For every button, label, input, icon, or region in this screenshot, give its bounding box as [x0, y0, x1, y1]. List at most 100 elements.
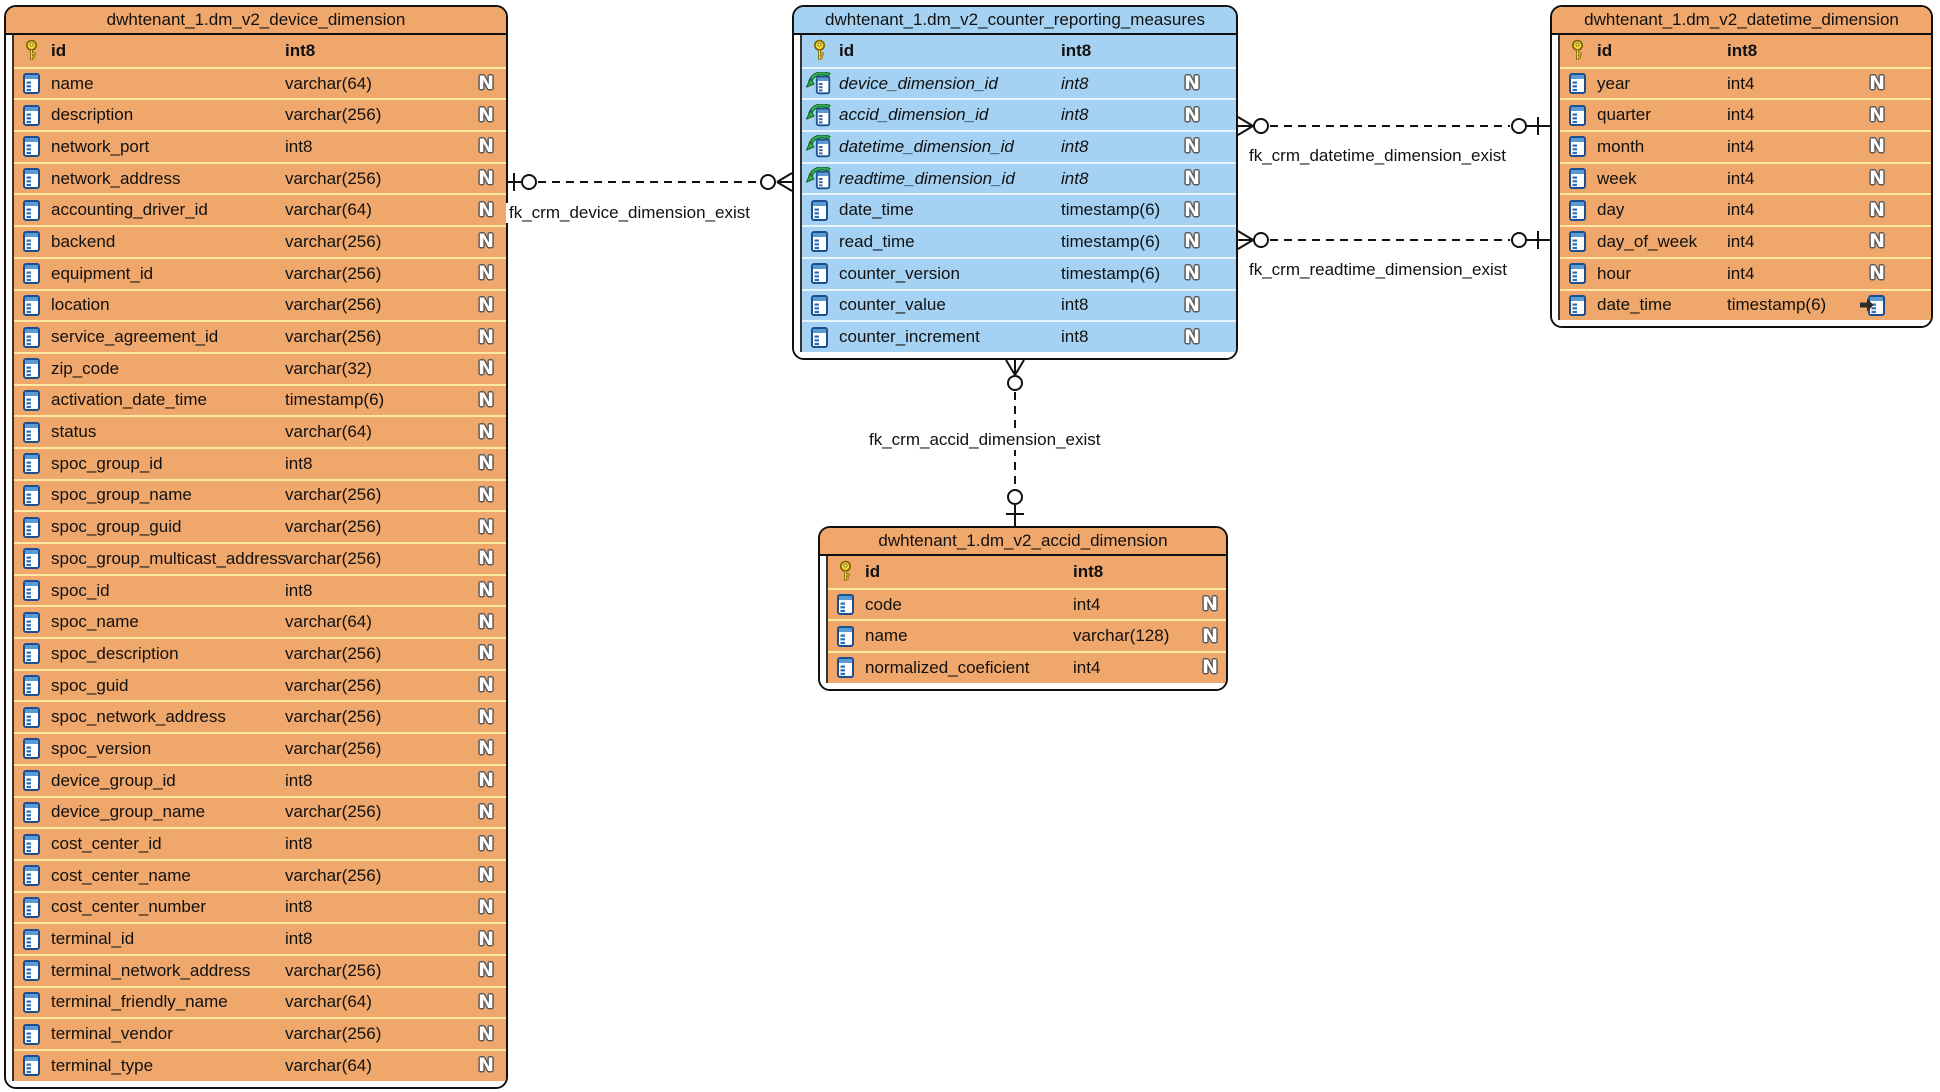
- column-row-accid_dimension_id[interactable]: accid_dimension_idint8N: [802, 98, 1236, 130]
- nullable-icon: N: [478, 106, 494, 125]
- table-accid-dimension[interactable]: dwhtenant_1.dm_v2_accid_dimension idint8…: [818, 526, 1228, 691]
- column-icon: [18, 1055, 44, 1076]
- column-icon: [18, 453, 44, 474]
- column-row-month[interactable]: monthint4N: [1560, 130, 1931, 162]
- column-row-normalized_coeficient[interactable]: normalized_coeficientint4N: [828, 651, 1226, 683]
- column-row-name[interactable]: namevarchar(128)N: [828, 619, 1226, 651]
- column-row-spoc_network_address[interactable]: spoc_network_addressvarchar(256)N: [14, 700, 506, 732]
- column-type: int8: [1061, 137, 1184, 157]
- column-row-terminal_friendly_name[interactable]: terminal_friendly_namevarchar(64)N: [14, 986, 506, 1018]
- column-row-hour[interactable]: hourint4N: [1560, 257, 1931, 289]
- column-row-terminal_id[interactable]: terminal_idint8N: [14, 922, 506, 954]
- nullable-icon: N: [1184, 74, 1200, 93]
- column-row-day[interactable]: dayint4N: [1560, 193, 1931, 225]
- column-type: int4: [1727, 232, 1869, 252]
- column-row-counter_increment[interactable]: counter_incrementint8N: [802, 320, 1236, 352]
- column-name: spoc_version: [51, 739, 285, 759]
- column-row-spoc_guid[interactable]: spoc_guidvarchar(256)N: [14, 669, 506, 701]
- column-row-readtime_dimension_id[interactable]: readtime_dimension_idint8N: [802, 162, 1236, 194]
- column-icon: [806, 263, 832, 284]
- column-row-spoc_description[interactable]: spoc_descriptionvarchar(256)N: [14, 637, 506, 669]
- column-row-name[interactable]: namevarchar(64)N: [14, 67, 506, 99]
- column-row-counter_version[interactable]: counter_versiontimestamp(6)N: [802, 257, 1236, 289]
- column-row-network_port[interactable]: network_portint8N: [14, 130, 506, 162]
- nullable-icon: N: [1184, 328, 1200, 347]
- column-row-spoc_id[interactable]: spoc_idint8N: [14, 574, 506, 606]
- column-row-spoc_group_name[interactable]: spoc_group_namevarchar(256)N: [14, 479, 506, 511]
- column-type: varchar(256): [285, 961, 478, 981]
- column-row-terminal_type[interactable]: terminal_typevarchar(64)N: [14, 1049, 506, 1081]
- table-title[interactable]: dwhtenant_1.dm_v2_counter_reporting_meas…: [794, 7, 1236, 35]
- column-row-equipment_id[interactable]: equipment_idvarchar(256)N: [14, 257, 506, 289]
- column-row-spoc_name[interactable]: spoc_namevarchar(64)N: [14, 605, 506, 637]
- column-row-id[interactable]: idint8: [14, 35, 506, 67]
- column-row-id[interactable]: idint8: [1560, 35, 1931, 67]
- table-title[interactable]: dwhtenant_1.dm_v2_datetime_dimension: [1552, 7, 1931, 35]
- column-row-datetime_dimension_id[interactable]: datetime_dimension_idint8N: [802, 130, 1236, 162]
- column-row-day_of_week[interactable]: day_of_weekint4N: [1560, 225, 1931, 257]
- column-row-quarter[interactable]: quarterint4N: [1560, 98, 1931, 130]
- column-row-id[interactable]: idint8: [802, 35, 1236, 67]
- table-device-dimension[interactable]: dwhtenant_1.dm_v2_device_dimension idint…: [4, 5, 508, 1089]
- column-icon: [18, 73, 44, 94]
- column-row-spoc_group_multicast_address[interactable]: spoc_group_multicast_addressvarchar(256)…: [14, 542, 506, 574]
- relationship-line-readtime-dimension[interactable]: [1238, 231, 1550, 249]
- column-row-spoc_group_id[interactable]: spoc_group_idint8N: [14, 447, 506, 479]
- column-row-device_group_id[interactable]: device_group_idint8N: [14, 764, 506, 796]
- column-row-cost_center_name[interactable]: cost_center_namevarchar(256)N: [14, 859, 506, 891]
- foreign-key-icon: [806, 167, 832, 190]
- column-row-week[interactable]: weekint4N: [1560, 162, 1931, 194]
- column-row-accounting_driver_id[interactable]: accounting_driver_idvarchar(64)N: [14, 193, 506, 225]
- column-row-read_time[interactable]: read_timetimestamp(6)N: [802, 225, 1236, 257]
- table-title[interactable]: dwhtenant_1.dm_v2_accid_dimension: [820, 528, 1226, 556]
- column-row-device_dimension_id[interactable]: device_dimension_idint8N: [802, 67, 1236, 99]
- column-type: varchar(256): [285, 866, 478, 886]
- column-row-description[interactable]: descriptionvarchar(256)N: [14, 98, 506, 130]
- column-name: activation_date_time: [51, 390, 285, 410]
- column-row-cost_center_id[interactable]: cost_center_idint8N: [14, 827, 506, 859]
- column-row-id[interactable]: idint8: [828, 556, 1226, 588]
- nullable-icon: N: [478, 993, 494, 1012]
- table-columns: idint8codeint4Nnamevarchar(128)Nnormaliz…: [826, 556, 1226, 683]
- column-row-date_time[interactable]: date_timetimestamp(6)N: [802, 193, 1236, 225]
- column-row-terminal_vendor[interactable]: terminal_vendorvarchar(256)N: [14, 1017, 506, 1049]
- column-type: varchar(256): [285, 739, 478, 759]
- column-row-spoc_version[interactable]: spoc_versionvarchar(256)N: [14, 732, 506, 764]
- relationship-line-datetime-dimension[interactable]: [1238, 117, 1550, 135]
- column-row-location[interactable]: locationvarchar(256)N: [14, 289, 506, 321]
- column-row-code[interactable]: codeint4N: [828, 588, 1226, 620]
- column-row-status[interactable]: statusvarchar(64)N: [14, 415, 506, 447]
- column-name: terminal_network_address: [51, 961, 285, 981]
- column-row-activation_date_time[interactable]: activation_date_timetimestamp(6)N: [14, 384, 506, 416]
- column-type: varchar(256): [285, 169, 478, 189]
- column-name: accounting_driver_id: [51, 200, 285, 220]
- column-name: day_of_week: [1597, 232, 1727, 252]
- column-row-year[interactable]: yearint4N: [1560, 67, 1931, 99]
- column-name: terminal_friendly_name: [51, 992, 285, 1012]
- column-row-terminal_network_address[interactable]: terminal_network_addressvarchar(256)N: [14, 954, 506, 986]
- column-row-date_time[interactable]: date_timetimestamp(6): [1560, 289, 1931, 321]
- column-row-spoc_group_guid[interactable]: spoc_group_guidvarchar(256)N: [14, 510, 506, 542]
- relationship-label-accid-dimension[interactable]: fk_crm_accid_dimension_exist: [866, 430, 1104, 450]
- column-icon: [18, 200, 44, 221]
- table-datetime-dimension[interactable]: dwhtenant_1.dm_v2_datetime_dimension idi…: [1550, 5, 1933, 328]
- relationship-label-datetime-dimension[interactable]: fk_crm_datetime_dimension_exist: [1246, 146, 1509, 166]
- column-row-backend[interactable]: backendvarchar(256)N: [14, 225, 506, 257]
- column-icon: [18, 390, 44, 411]
- column-row-counter_value[interactable]: counter_valueint8N: [802, 289, 1236, 321]
- column-row-device_group_name[interactable]: device_group_namevarchar(256)N: [14, 796, 506, 828]
- column-type: int4: [1073, 595, 1202, 615]
- relationship-line-device-dimension[interactable]: [508, 173, 792, 191]
- column-row-network_address[interactable]: network_addressvarchar(256)N: [14, 162, 506, 194]
- column-row-cost_center_number[interactable]: cost_center_numberint8N: [14, 891, 506, 923]
- relationship-label-readtime-dimension[interactable]: fk_crm_readtime_dimension_exist: [1246, 260, 1510, 280]
- column-row-zip_code[interactable]: zip_codevarchar(32)N: [14, 352, 506, 384]
- primary-key-icon: [1564, 39, 1590, 62]
- table-counter-reporting-measures[interactable]: dwhtenant_1.dm_v2_counter_reporting_meas…: [792, 5, 1238, 360]
- column-name: device_group_id: [51, 771, 285, 791]
- table-title[interactable]: dwhtenant_1.dm_v2_device_dimension: [6, 7, 506, 35]
- relationship-label-device-dimension[interactable]: fk_crm_device_dimension_exist: [506, 203, 753, 223]
- column-type: varchar(256): [285, 644, 478, 664]
- column-row-service_agreement_id[interactable]: service_agreement_idvarchar(256)N: [14, 320, 506, 352]
